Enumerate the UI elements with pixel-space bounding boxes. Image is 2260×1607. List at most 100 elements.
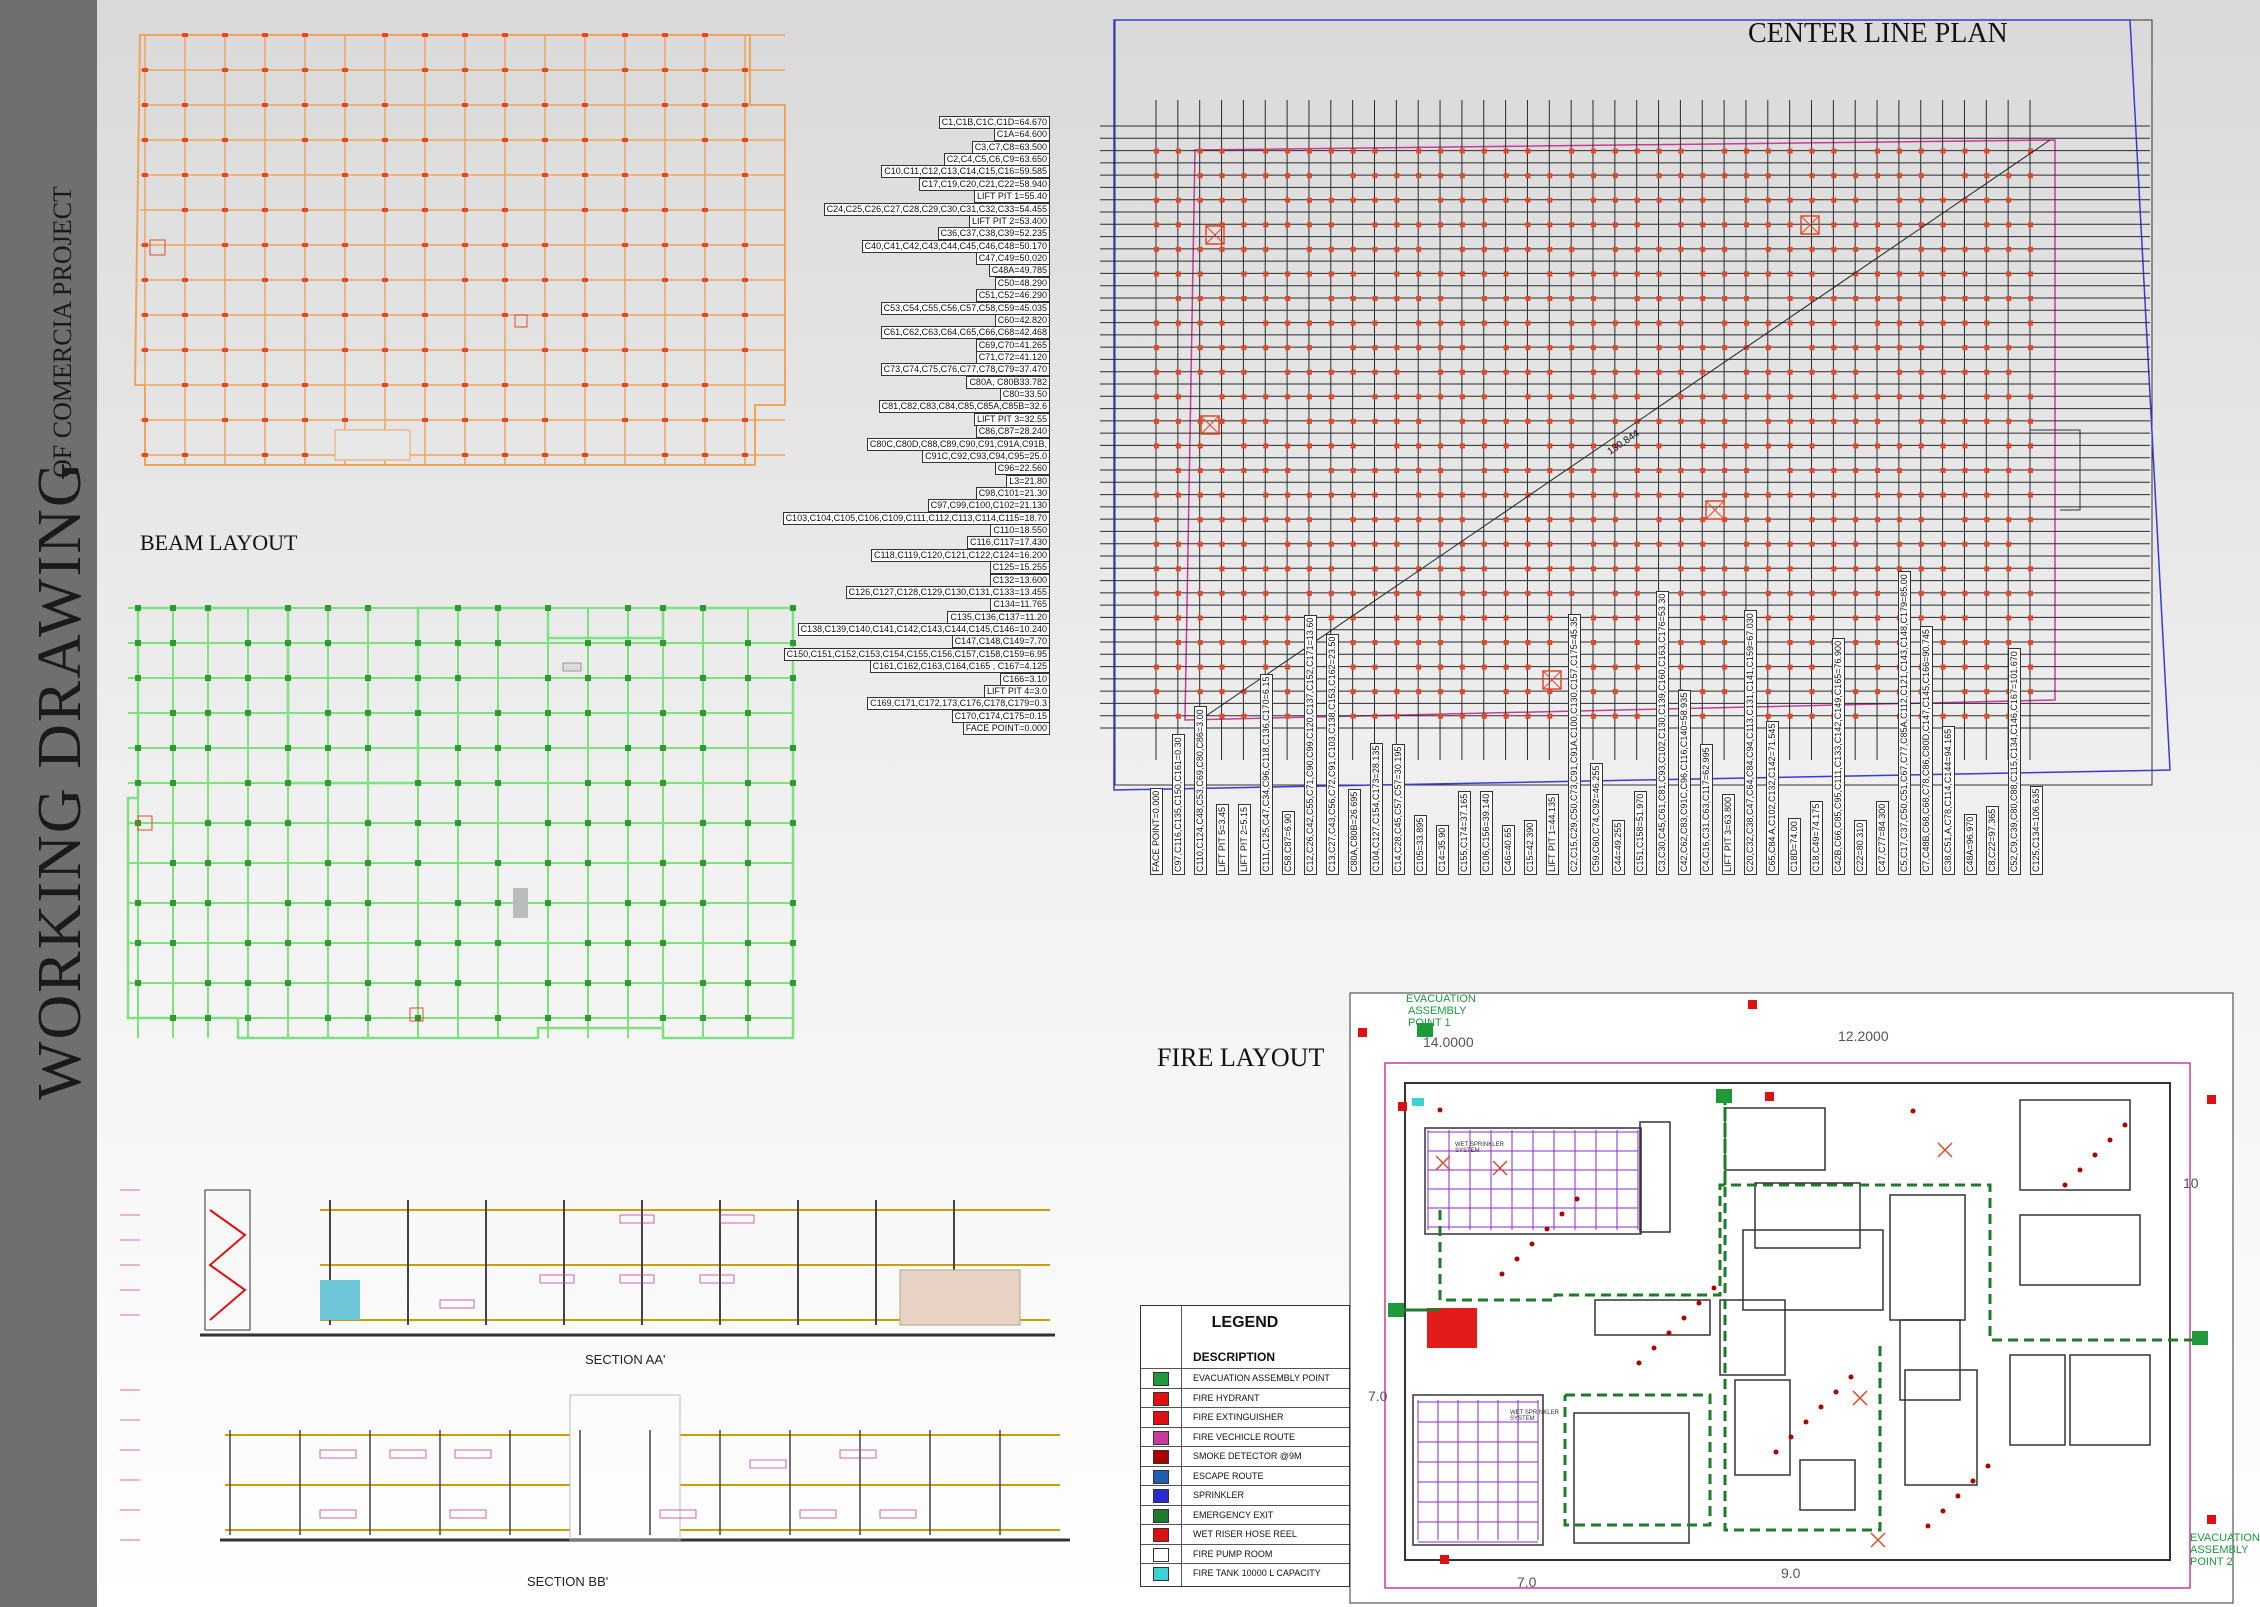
column-point <box>1984 173 1990 179</box>
column-point <box>1700 468 1706 473</box>
column-point <box>1459 541 1465 547</box>
column-point <box>1875 246 1881 252</box>
column-point <box>1678 369 1684 375</box>
column-mark <box>702 208 708 212</box>
dim-right: 10 <box>2183 1175 2199 1191</box>
column-point <box>1438 271 1444 277</box>
center-line-label: C61,C62,C63,C64,C65,C66,C68=42.468 <box>880 326 1050 340</box>
column-point <box>1700 418 1706 424</box>
column-point <box>1787 713 1793 719</box>
column-point <box>1197 615 1203 621</box>
column-mark <box>262 383 268 387</box>
assembly-point-marker <box>1388 1303 1404 1317</box>
column-mark <box>702 103 708 107</box>
column-mark <box>365 1015 371 1021</box>
legend-item-label: FIRE EXTINGUISHER <box>1193 1412 1284 1422</box>
column-point <box>1328 246 1334 252</box>
column-point <box>1394 418 1400 424</box>
column-point <box>2006 640 2012 645</box>
column-point <box>1787 640 1793 645</box>
column-point <box>1831 173 1837 179</box>
column-point <box>1591 222 1596 228</box>
column-point <box>1197 517 1203 523</box>
column-point <box>1809 468 1815 473</box>
column-point <box>1722 468 1728 473</box>
column-point <box>1328 615 1334 621</box>
legend-item-label: FIRE HYDRANT <box>1193 1392 1260 1403</box>
column-point <box>1481 222 1487 228</box>
column-mark <box>142 453 148 457</box>
column-point <box>1306 418 1312 424</box>
column-point <box>1416 296 1422 301</box>
column-mark <box>365 745 371 751</box>
column-point <box>1591 517 1596 523</box>
column-point <box>1459 246 1465 252</box>
column-point <box>1241 246 1247 252</box>
column-point <box>1591 394 1596 400</box>
room-tag <box>619 1274 655 1284</box>
column-point <box>1416 615 1422 621</box>
column-point <box>1918 492 1924 498</box>
center-line-label: LIFT PIT 3=32.55 <box>974 412 1050 426</box>
column-mark <box>422 348 428 352</box>
center-line-label: C73,C74,C75,C76,C77,C78,C79=37.470 <box>880 363 1050 377</box>
column-point <box>1896 492 1902 498</box>
column-point <box>1547 296 1553 301</box>
column-point <box>1896 369 1902 375</box>
column-point <box>1765 222 1771 228</box>
column-point <box>2006 271 2012 277</box>
column-mark <box>545 1015 551 1021</box>
center-line-label: C1,C1B,C1C,C1D=64.670 <box>938 116 1050 129</box>
column-mark <box>205 675 211 681</box>
column-mark <box>700 900 706 906</box>
column-mark <box>542 68 548 72</box>
column-mark <box>205 900 211 906</box>
column-point <box>1962 713 1968 719</box>
column-point <box>1438 222 1444 228</box>
column-point <box>1372 197 1378 203</box>
column-point <box>1219 517 1225 523</box>
column-point <box>1853 517 1859 523</box>
column-point <box>1765 713 1771 719</box>
column-point <box>1656 197 1662 203</box>
column-point <box>1612 615 1618 621</box>
column-point <box>1394 271 1400 277</box>
column-mark <box>182 173 188 177</box>
column-point <box>1263 394 1269 400</box>
column-point <box>1438 640 1444 645</box>
column-point <box>1765 394 1771 400</box>
column-point <box>1394 590 1400 596</box>
column-point <box>2028 222 2033 228</box>
column-point <box>1700 394 1706 400</box>
column-point <box>2028 345 2033 351</box>
column-point <box>1175 566 1181 572</box>
center-line-label: C110,C124,C48,C53,C69,C80,C86=3.00 <box>1194 706 1207 875</box>
column-point <box>1918 148 1924 154</box>
column-point <box>1350 173 1356 179</box>
column-point <box>1547 566 1553 572</box>
column-mark <box>502 453 508 457</box>
column-point <box>1940 615 1946 621</box>
smoke-detector-marker <box>1696 1300 1702 1306</box>
column-point <box>1809 615 1815 621</box>
column-point <box>1569 394 1575 400</box>
column-point <box>1350 443 1356 449</box>
column-point <box>1896 541 1902 547</box>
column-point <box>1918 246 1924 252</box>
column-point <box>1765 418 1771 424</box>
assembly-point-1-line-1: EVACUATION <box>1406 993 1476 1005</box>
column-mark <box>182 383 188 387</box>
column-point <box>2028 443 2033 449</box>
column-mark <box>170 745 176 751</box>
center-line-label: C80A,C80B=26.695 <box>1348 788 1361 875</box>
column-point <box>1569 296 1575 301</box>
center-line-label: C126,C127,C128,C129,C130,C131,C133=13.45… <box>845 585 1050 599</box>
column-point <box>1219 492 1225 498</box>
column-point <box>1328 443 1334 449</box>
column-point <box>1285 615 1291 621</box>
column-point <box>1306 345 1312 351</box>
column-point <box>2028 296 2033 301</box>
column-point <box>1481 271 1487 277</box>
column-point <box>1700 590 1706 596</box>
column-point <box>1591 713 1596 719</box>
